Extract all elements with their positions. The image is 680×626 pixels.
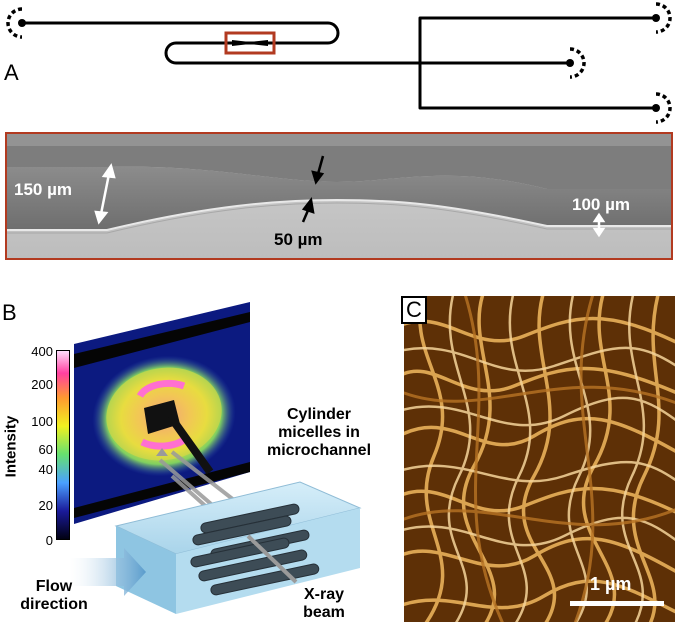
channel-top-run [20,21,422,65]
saxs-schematic [70,302,362,614]
colorbar-tick: 100 [31,414,53,429]
intensity-colorbar [56,350,70,540]
reservoir-middle [569,47,586,79]
label-cylinder-micelles: Cylinder micelles in microchannel [266,406,372,459]
colorbar-tick: 200 [31,377,53,392]
colorbar-tick: 40 [38,462,53,477]
channel-branch [418,16,658,110]
scale-bar-label: 1 µm [590,574,632,594]
sem-label-50um: 50 µm [274,230,323,249]
colorbar-axis-label: Intensity [2,415,20,478]
reservoir-top-right [655,2,672,34]
sem-label-100um: 100 µm [572,195,630,214]
panel-label-a: A [4,60,19,85]
sem-label-150um: 150 µm [14,180,72,199]
panel-label-c: C [401,296,427,324]
channel-schematic [6,2,672,124]
reservoir-left [6,7,23,39]
colorbar-tick: 60 [38,442,53,457]
sem-image [5,132,673,260]
colorbar-tick: 20 [38,498,53,513]
flow-arrow [70,548,146,596]
constriction-highlight-box [224,31,276,55]
colorbar-tick: 0 [45,533,53,548]
reservoir-bottom-right [655,92,672,124]
colorbar-tick: 400 [31,344,53,359]
label-flow-direction: Flow direction [20,578,88,613]
afm-image [404,296,675,622]
scale-bar [570,601,664,606]
panel-label-b: B [2,300,17,325]
label-xray-beam: X-ray beam [303,586,345,621]
